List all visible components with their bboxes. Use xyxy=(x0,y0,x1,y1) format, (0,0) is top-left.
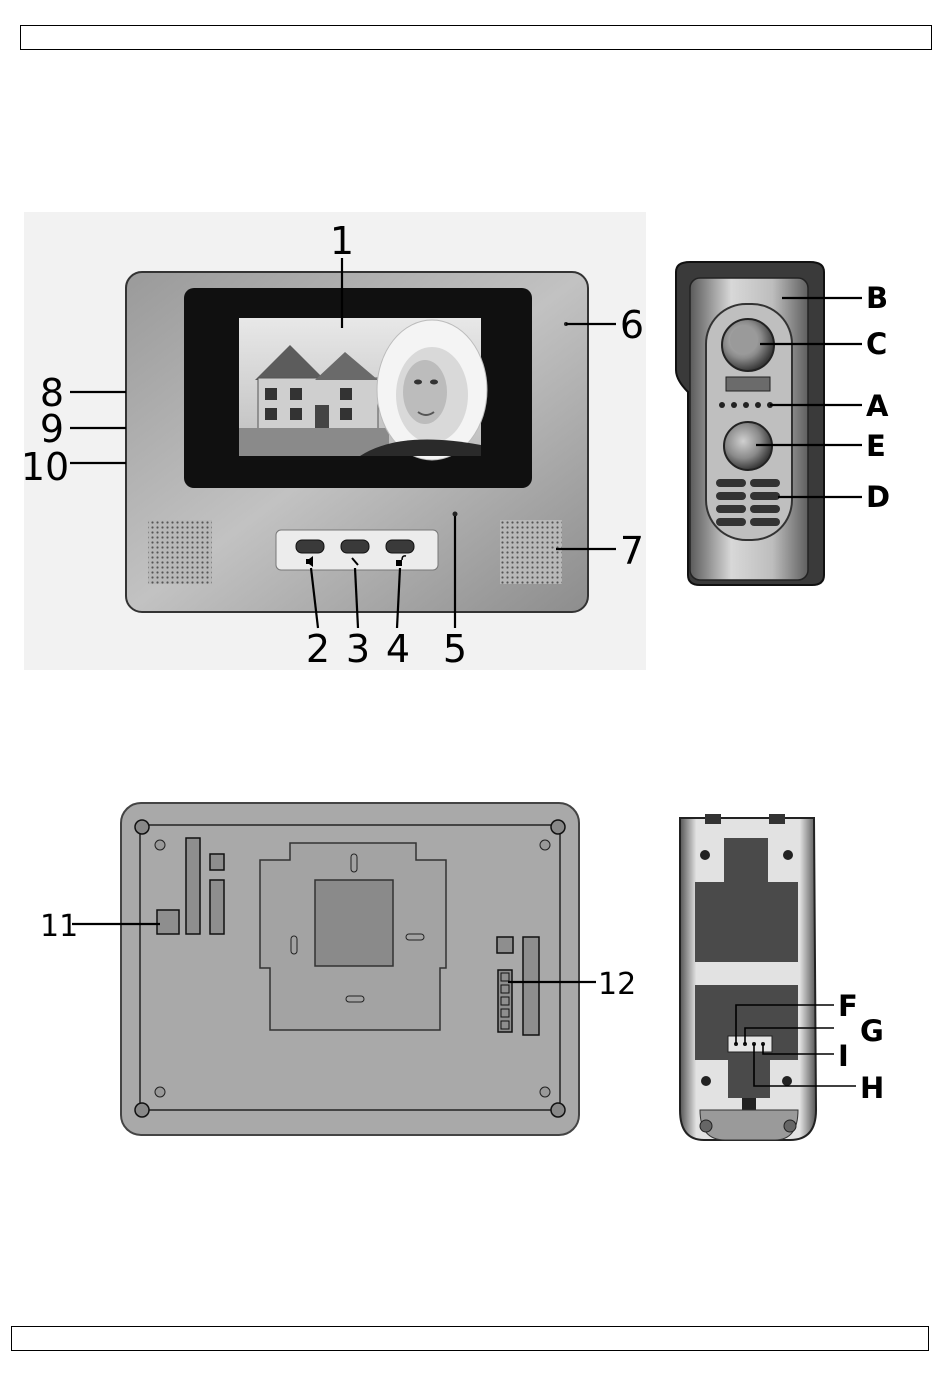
callout-2: 2 xyxy=(306,627,330,671)
unlock-button[interactable] xyxy=(386,540,414,553)
volume-button[interactable] xyxy=(296,540,324,553)
callout-5: 5 xyxy=(443,627,467,671)
callout-C: C xyxy=(866,327,887,361)
monitor-back-figure: 11 12 xyxy=(40,803,636,1135)
callout-G: G xyxy=(860,1014,884,1048)
callout-7: 7 xyxy=(620,529,644,573)
callout-A: A xyxy=(866,389,889,423)
monitor-front-figure: 1 2 3 4 5 6 7 8 9 10 xyxy=(21,212,646,671)
left-speaker-grille xyxy=(148,520,212,584)
callout-B: B xyxy=(866,281,888,315)
callout-1: 1 xyxy=(330,219,354,263)
callout-3: 3 xyxy=(346,627,370,671)
talk-button[interactable] xyxy=(341,540,369,553)
callout-I: I xyxy=(838,1039,849,1073)
callout-10: 10 xyxy=(21,445,69,489)
screen-display xyxy=(239,318,487,460)
outdoor-unit-front-figure: B C A E D xyxy=(676,262,890,585)
callout-12: 12 xyxy=(598,967,636,1002)
callout-11: 11 xyxy=(40,909,78,944)
callout-D: D xyxy=(866,480,890,514)
right-speaker-grille xyxy=(500,520,562,584)
footer-box xyxy=(11,1326,929,1351)
power-led xyxy=(453,512,458,517)
callout-H: H xyxy=(860,1071,884,1105)
power-socket xyxy=(157,910,179,934)
name-plate xyxy=(726,377,770,391)
outdoor-unit-back-figure: F G I H xyxy=(680,814,884,1140)
callout-E: E xyxy=(866,429,886,463)
callout-4: 4 xyxy=(386,627,410,671)
terminal-block xyxy=(498,970,512,1032)
callout-F: F xyxy=(838,989,858,1023)
callout-6: 6 xyxy=(620,303,644,347)
